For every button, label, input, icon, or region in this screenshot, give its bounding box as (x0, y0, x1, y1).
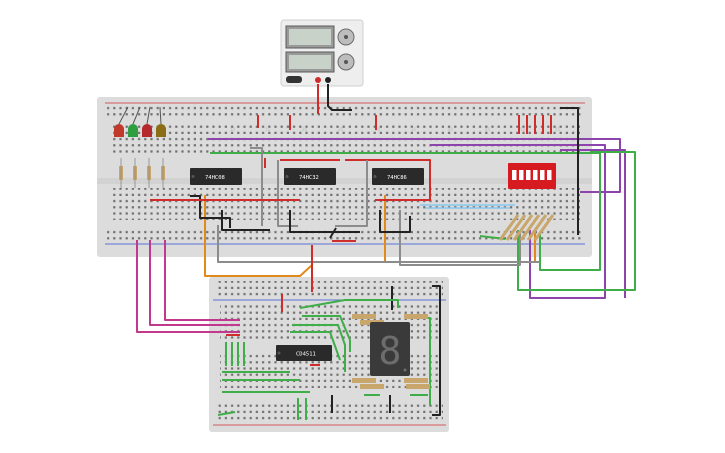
chip-cd4511-label: CD4511 (296, 352, 316, 358)
led-red-1-icon (114, 124, 124, 137)
power-switch[interactable] (286, 76, 302, 83)
external-wires (136, 84, 636, 333)
switch-resistors (498, 214, 555, 241)
svg-text:55: 55 (555, 127, 561, 132)
svg-text:10: 10 (230, 127, 236, 132)
led-green-icon (128, 124, 138, 137)
chip-74hc32-label: 74HC32 (299, 175, 319, 181)
chip-74hc08-label: 74HC08 (205, 175, 225, 181)
svg-text:25: 25 (338, 127, 344, 132)
output-leds (114, 106, 166, 137)
seven-segment-display: 8 (370, 322, 410, 376)
svg-text:35: 35 (411, 127, 417, 132)
svg-text:30: 30 (375, 127, 381, 132)
svg-text:45: 45 (485, 127, 491, 132)
chip-74hc86-label: 74HC86 (387, 175, 407, 181)
chip-74hc08[interactable]: 74HC08 (190, 168, 242, 185)
svg-text:15: 15 (265, 127, 271, 132)
seven-segment-digit: 8 (379, 329, 402, 373)
svg-text:40: 40 (448, 127, 454, 132)
svg-text:20: 20 (302, 127, 308, 132)
chip-74hc32[interactable]: 74HC32 (284, 168, 336, 185)
led-resistors (119, 158, 165, 188)
chip-74hc86[interactable]: 74HC86 (372, 168, 424, 185)
chip-cd4511[interactable]: CD4511 (276, 345, 332, 361)
svg-text:50: 50 (520, 127, 526, 132)
led-olive-icon (156, 124, 166, 137)
dip-switch[interactable] (508, 163, 556, 189)
power-supply[interactable] (280, 19, 364, 87)
led-red-2-icon (142, 124, 152, 137)
column-numbers: 10 15 20 25 30 35 40 45 50 55 (230, 127, 561, 132)
